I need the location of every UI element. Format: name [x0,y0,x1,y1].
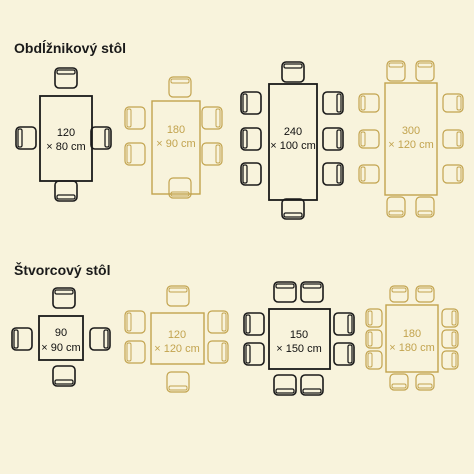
table-90x90: 90 × 90 cm [38,315,84,361]
chair-icon [300,374,324,396]
table-120x120: 120 × 120 cm [150,312,205,365]
chair-icon [168,76,192,98]
chair-icon [124,340,146,364]
chair-icon [386,196,406,218]
chair-icon [240,162,262,186]
chair-icon [442,129,464,149]
chair-icon [441,308,459,328]
chair-icon [358,129,380,149]
chair-icon [386,60,406,82]
table-top [385,304,439,373]
table-width-label: 300 [402,125,420,137]
table-240x100: 240 × 100 cm [268,83,318,201]
table-depth-label: × 90 cm [156,138,195,150]
chair-icon [333,312,355,336]
chair-icon [54,67,78,89]
chair-icon [300,281,324,303]
chair-icon [442,93,464,113]
chair-icon [358,93,380,113]
chair-icon [243,342,265,366]
table-depth-label: × 90 cm [41,342,80,354]
table-top [268,308,331,370]
chair-icon [201,142,223,166]
chair-icon [389,373,409,391]
table-300x120: 300 × 120 cm [384,82,438,196]
chair-icon [322,127,344,151]
chair-icon [442,164,464,184]
table-180x180: 180 × 180 cm [385,304,439,373]
table-top [150,312,205,365]
table-width-label: 120 [168,329,186,341]
section-title-rectangular: Obdĺžnikový stôl [14,40,127,56]
chair-icon [207,340,229,364]
chair-icon [365,308,383,328]
table-width-label: 150 [290,329,308,341]
chair-icon [240,91,262,115]
chair-icon [15,126,37,150]
chair-icon [415,60,435,82]
chair-icon [11,327,33,351]
table-top [151,100,201,195]
chair-icon [166,371,190,393]
chair-icon [168,177,192,199]
table-120x80: 120 × 80 cm [39,95,93,182]
chair-icon [441,329,459,349]
chair-icon [415,285,435,303]
chair-icon [243,312,265,336]
chair-icon [281,198,305,220]
chair-icon [415,196,435,218]
chair-icon [273,374,297,396]
chair-icon [89,327,111,351]
table-150x150: 150 × 150 cm [268,308,331,370]
chair-icon [365,329,383,349]
table-depth-label: × 150 cm [276,343,322,355]
table-depth-label: × 120 cm [388,139,434,151]
chair-icon [333,342,355,366]
chair-icon [124,310,146,334]
chair-icon [166,285,190,307]
chair-icon [52,365,76,387]
table-top [384,82,438,196]
chair-icon [389,285,409,303]
section-title-square: Štvorcový stôl [14,262,111,278]
table-top [268,83,318,201]
table-depth-label: × 180 cm [389,342,435,354]
chair-icon [240,127,262,151]
table-width-label: 90 [55,327,67,339]
chair-icon [273,281,297,303]
chair-icon [201,106,223,130]
chair-icon [322,162,344,186]
table-width-label: 120 [57,127,75,139]
chair-icon [322,91,344,115]
chair-icon [358,164,380,184]
table-width-label: 240 [284,126,302,138]
chair-icon [415,373,435,391]
table-depth-label: × 80 cm [46,141,85,153]
table-180x90: 180 × 90 cm [151,100,201,195]
chair-icon [281,61,305,83]
chairs-layer [11,60,464,396]
table-depth-label: × 120 cm [154,343,200,355]
table-top [38,315,84,361]
chair-icon [207,310,229,334]
chair-icon [124,106,146,130]
chair-icon [90,126,112,150]
table-width-label: 180 [167,124,185,136]
chair-icon [124,142,146,166]
chair-icon [52,287,76,309]
chair-icon [365,350,383,370]
table-width-label: 180 [403,328,421,340]
chair-icon [54,180,78,202]
chair-icon [441,350,459,370]
table-depth-label: × 100 cm [270,140,316,152]
